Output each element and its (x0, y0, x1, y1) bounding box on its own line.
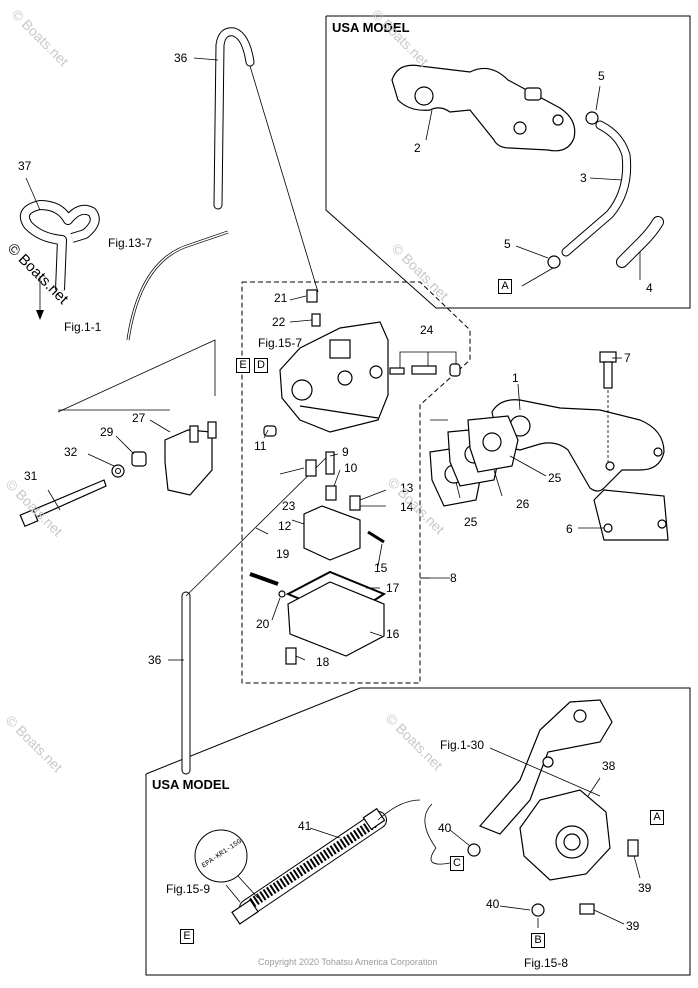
fig-ref-15-9[interactable]: Fig.15-9 (166, 882, 211, 896)
callout-32: 32 (64, 445, 78, 459)
part-13-14-pin-clip (349, 495, 361, 511)
part-29-collar (131, 451, 147, 467)
callout-13: 13 (400, 481, 414, 495)
callout-14: 14 (400, 500, 414, 514)
callout-8: 8 (450, 571, 457, 585)
fig-ref-1-1[interactable]: Fig.1-1 (64, 320, 102, 334)
callout-36-top: 36 (174, 51, 188, 65)
callout-16: 16 (386, 627, 400, 641)
callout-38: 38 (602, 759, 616, 773)
callout-41: 41 (298, 819, 312, 833)
part-24-screw-set (389, 363, 461, 377)
part-27-bracket (164, 421, 217, 496)
usa-model-title-bottom: USA MODEL (152, 777, 230, 792)
callout-5-bottom: 5 (504, 237, 511, 251)
carburetor-group-outline (241, 281, 471, 684)
usa-model-title-top: USA MODEL (332, 20, 410, 35)
copyright-text: Copyright 2020 Tohatsu America Corporati… (258, 957, 438, 967)
ref-box-a-top[interactable]: A (498, 279, 512, 294)
callout-24: 24 (420, 323, 434, 337)
part-23-jet (305, 459, 317, 477)
callout-23: 23 (282, 499, 296, 513)
callout-27: 27 (132, 411, 146, 425)
callout-39-upper: 39 (638, 881, 652, 895)
usa-model-box-top (325, 15, 691, 309)
callout-3: 3 (580, 171, 587, 185)
callout-39-lower: 39 (626, 919, 640, 933)
callout-25-right: 25 (548, 471, 562, 485)
callout-40-upper: 40 (438, 821, 452, 835)
hose-print-callout (194, 829, 248, 883)
fig-ref-15-7[interactable]: Fig.15-7 (258, 336, 303, 350)
ref-box-e-bottom[interactable]: E (180, 929, 194, 944)
callout-36-bottom: 36 (148, 653, 162, 667)
callout-5-top: 5 (598, 69, 605, 83)
part-22-spring (311, 313, 321, 327)
part-39-bolt-upper (627, 839, 639, 857)
ref-box-c[interactable]: C (450, 856, 464, 871)
part-1-intake-manifold (491, 399, 669, 541)
part-12-float (303, 505, 361, 561)
part-40-clip-upper (467, 843, 481, 857)
part-16-float-chamber (287, 581, 385, 657)
callout-19: 19 (276, 547, 290, 561)
callout-20: 20 (256, 617, 270, 631)
usa-model-box-bottom (145, 687, 691, 976)
callout-2: 2 (414, 141, 421, 155)
part-19-screw (249, 572, 279, 586)
part-10-valve (325, 485, 337, 501)
callout-9: 9 (342, 445, 349, 459)
callout-7: 7 (624, 351, 631, 365)
callout-11: 11 (254, 439, 267, 453)
part-39-bolt-lower (579, 903, 595, 915)
part-5-clip-top (585, 111, 599, 125)
callout-15: 15 (374, 561, 388, 575)
part-38-fuel-pump (478, 699, 613, 881)
gaskets-25-26 (429, 415, 519, 507)
part-5-clip-bottom (547, 255, 561, 269)
part-31-bolt (19, 479, 107, 528)
part-40-clip-lower (531, 903, 545, 917)
part-7-bolt (599, 351, 617, 389)
callout-40-lower: 40 (486, 897, 500, 911)
callout-18: 18 (316, 655, 330, 669)
callout-25-left: 25 (464, 515, 478, 529)
callout-1: 1 (512, 371, 519, 385)
ref-box-a-bottom[interactable]: A (650, 810, 664, 825)
fig-ref-15-8[interactable]: Fig.15-8 (524, 956, 569, 970)
part-9-needle (325, 451, 335, 475)
part-21-screw (306, 289, 318, 303)
callout-26: 26 (516, 497, 530, 511)
part-2-intake-manifold (391, 64, 576, 152)
part-18-screw (285, 647, 297, 665)
callout-31: 31 (24, 469, 38, 483)
callout-4: 4 (646, 281, 653, 295)
part-11-plug (263, 425, 277, 437)
fig-ref-1-30[interactable]: Fig.1-30 (440, 738, 485, 752)
part-15-pin (367, 530, 385, 544)
callout-17: 17 (386, 581, 400, 595)
ref-box-b[interactable]: B (531, 933, 545, 948)
ref-box-e-top[interactable]: E (236, 358, 250, 373)
callout-6: 6 (566, 522, 573, 536)
fig-ref-13-7[interactable]: Fig.13-7 (108, 236, 153, 250)
part-20-washer (278, 590, 286, 598)
callout-12: 12 (278, 519, 292, 533)
callout-21: 21 (274, 291, 288, 305)
part-8-carburetor (279, 321, 389, 433)
callout-37: 37 (18, 159, 32, 173)
callout-10: 10 (344, 461, 358, 475)
callout-29: 29 (100, 425, 114, 439)
callout-22: 22 (272, 315, 286, 329)
ref-box-d[interactable]: D (254, 358, 268, 373)
